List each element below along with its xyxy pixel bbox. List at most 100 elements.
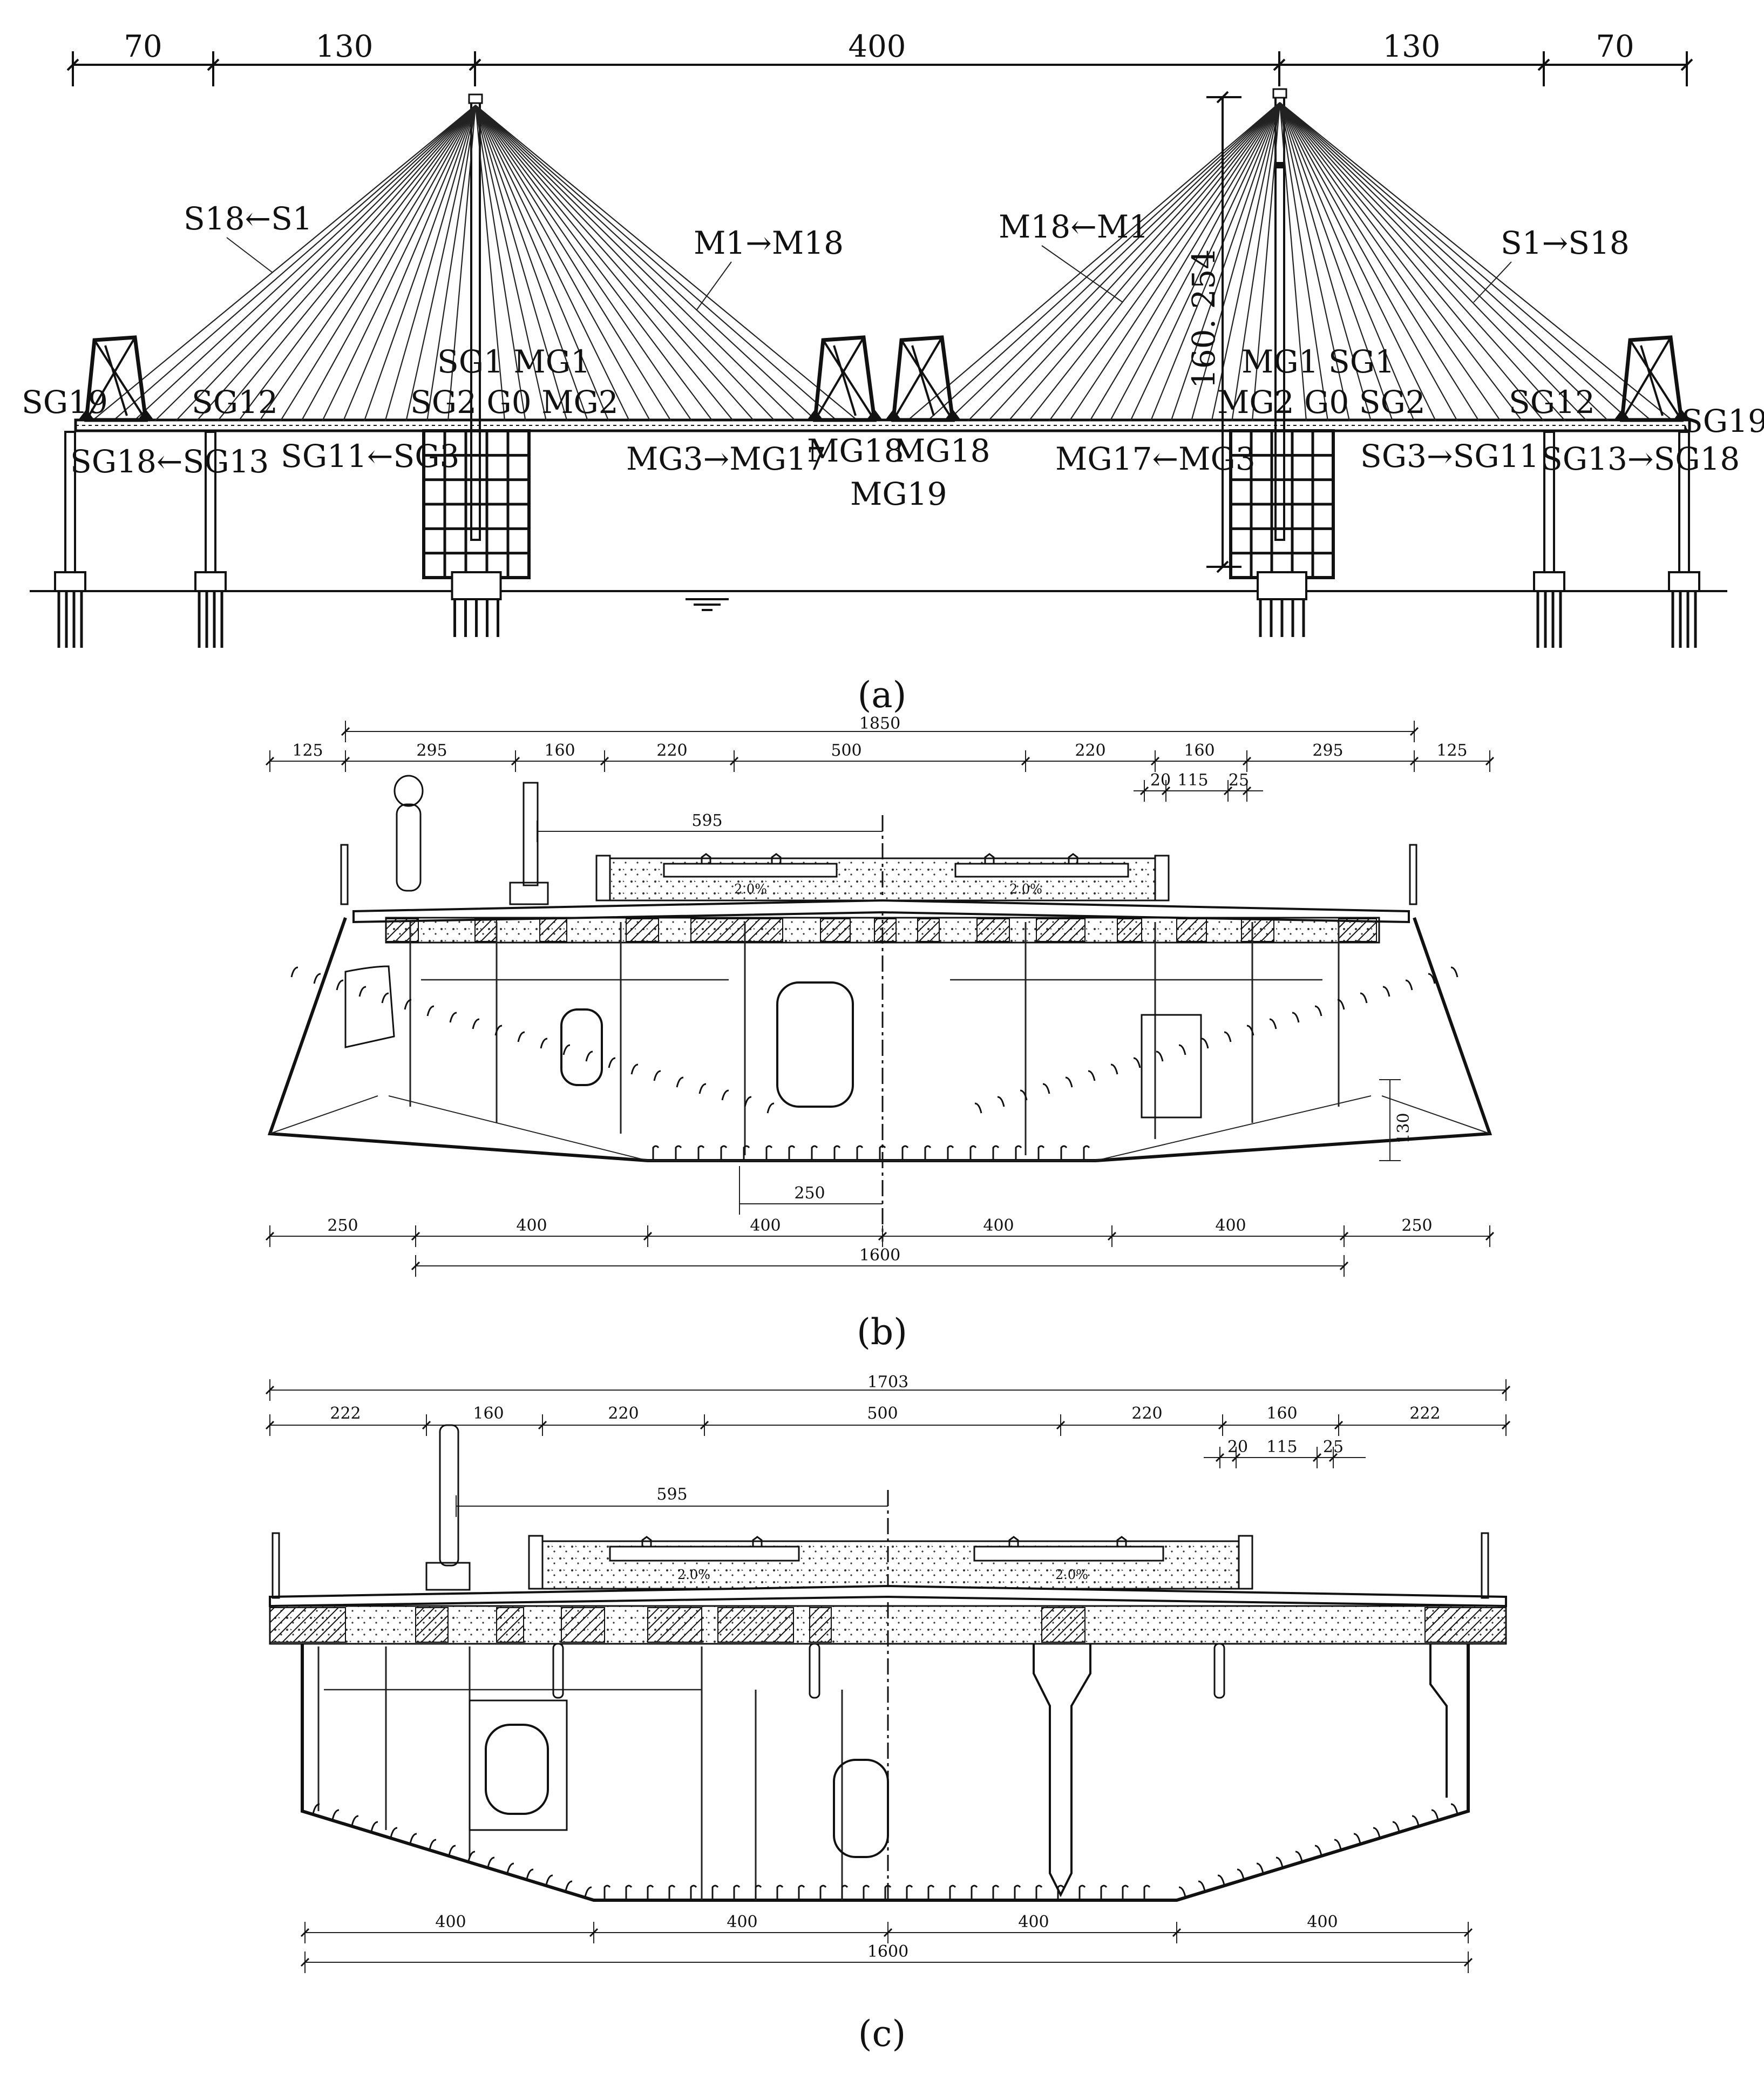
c-top-dim-2: 160 xyxy=(473,1404,504,1423)
pier-cap xyxy=(1668,571,1700,592)
dim-slash xyxy=(1463,1928,1473,1937)
stay-cable xyxy=(475,105,651,422)
stay-cable xyxy=(1279,102,1436,422)
diaphragm-frame xyxy=(469,1699,568,1831)
bottom-rib xyxy=(1014,1885,1021,1899)
b-slope-left: 2.0% xyxy=(734,882,767,897)
stay-cable xyxy=(91,105,476,422)
b-top-dim-6: 220 xyxy=(1075,741,1105,760)
c-bot-dim-4: 400 xyxy=(1307,1913,1338,1932)
u-rib xyxy=(313,973,321,984)
dim-slash xyxy=(1409,756,1419,766)
label-sg12-left: SG12 xyxy=(192,384,278,421)
span-dim-1: 70 xyxy=(124,29,162,64)
bottom-rib xyxy=(720,1145,728,1160)
stay-cable xyxy=(1008,102,1280,422)
stay-cable xyxy=(1279,102,1652,422)
b-dim-250-mid: 250 xyxy=(794,1184,825,1203)
u-rib xyxy=(1428,973,1436,984)
stay-cable xyxy=(322,105,476,422)
u-rib xyxy=(381,992,389,1004)
b-bot-dim-6: 250 xyxy=(1401,1216,1432,1235)
dim-slash xyxy=(1150,756,1160,766)
caption-b: (b) xyxy=(857,1311,907,1353)
stay-cable xyxy=(1279,102,1329,422)
u-rib xyxy=(698,1083,707,1094)
dim-slash xyxy=(1334,1420,1344,1430)
b-top-dim-3: 160 xyxy=(544,741,575,760)
b-bot-dim-1: 250 xyxy=(327,1216,358,1235)
panel-b-top-ticks xyxy=(265,721,1495,802)
dim-slash xyxy=(1328,1453,1338,1462)
dim-slash xyxy=(1021,756,1030,766)
u-rib xyxy=(653,1070,661,1081)
label-mg1-sg1-right: MG1 SG1 xyxy=(1241,343,1395,380)
label-mg17-mg3: MG17←MG3 xyxy=(1055,441,1256,477)
stay-cable xyxy=(474,105,547,422)
b-top-dim-5: 500 xyxy=(831,741,861,760)
dim-slash xyxy=(878,1231,887,1241)
hatched-block xyxy=(1338,918,1377,942)
panel-b-bottom-ticks xyxy=(265,1225,1495,1277)
b-small-dim-1: 20 xyxy=(1150,771,1171,790)
u-rib xyxy=(1217,1874,1225,1886)
c-top-dim-1: 222 xyxy=(330,1404,361,1423)
u-rib xyxy=(974,1102,982,1114)
stay-cable xyxy=(475,105,714,422)
dim-slash xyxy=(265,1231,275,1241)
stay-cable xyxy=(1109,102,1280,422)
stay-cable xyxy=(301,105,476,422)
u-rib xyxy=(390,1827,398,1838)
u-rib xyxy=(1178,1886,1186,1898)
hatched-block xyxy=(539,918,567,942)
label-s18-s1: S18←S1 xyxy=(184,200,313,237)
b-slope-right: 2.0% xyxy=(1009,882,1042,897)
dim-slash xyxy=(538,1420,547,1430)
c-top-dim-4: 500 xyxy=(867,1404,898,1423)
stay-cable xyxy=(1190,102,1281,422)
dim-slash xyxy=(1231,1453,1241,1462)
right-web-plate xyxy=(1429,1644,1448,1798)
c-bot-dim-2: 400 xyxy=(727,1913,757,1932)
dim-slash xyxy=(600,756,609,766)
bottom-rib xyxy=(733,1885,741,1899)
dim-slash xyxy=(1107,1231,1117,1241)
label-mg18-left: MG18 xyxy=(807,432,904,469)
bottom-rib xyxy=(924,1145,932,1160)
u-rib xyxy=(676,1076,684,1088)
stay-cable xyxy=(475,105,797,422)
b-top-dim-1: 125 xyxy=(292,741,323,760)
bottom-rib xyxy=(1143,1885,1151,1899)
hatched-block xyxy=(1176,918,1207,942)
bottom-rib xyxy=(675,1145,682,1160)
stay-cable xyxy=(405,105,477,422)
bottom-rib xyxy=(901,1145,909,1160)
span-dimension-line xyxy=(66,51,1693,86)
c-deck-hatched-blocks xyxy=(269,1607,1507,1643)
stay-cable xyxy=(342,105,477,422)
dim-slash xyxy=(341,756,350,766)
u-rib xyxy=(1020,1089,1028,1101)
bottom-rib xyxy=(1057,1885,1064,1899)
longitudinal-rib xyxy=(809,1643,820,1699)
stay-cable xyxy=(196,105,476,422)
c-top-dim-5: 220 xyxy=(1131,1404,1162,1423)
u-rib xyxy=(1337,999,1345,1010)
label-s1-s18: S1→S18 xyxy=(1501,225,1630,261)
u-rib xyxy=(312,1803,320,1814)
dim-slash xyxy=(411,1261,420,1271)
bottom-rib xyxy=(927,1885,935,1899)
u-rib xyxy=(449,1012,457,1023)
stay-cable xyxy=(475,105,630,422)
bottom-rib xyxy=(711,1885,719,1899)
hatched-block xyxy=(1424,1607,1507,1643)
stay-cable xyxy=(1279,102,1458,422)
u-rib xyxy=(404,999,412,1010)
hatched-block xyxy=(496,1607,524,1643)
bottom-rib xyxy=(625,1885,633,1899)
u-rib xyxy=(1292,1012,1300,1023)
hatched-block xyxy=(269,1607,346,1643)
c-total-top: 1703 xyxy=(867,1373,908,1392)
b-railings xyxy=(340,775,1417,905)
access-hole xyxy=(776,981,854,1108)
